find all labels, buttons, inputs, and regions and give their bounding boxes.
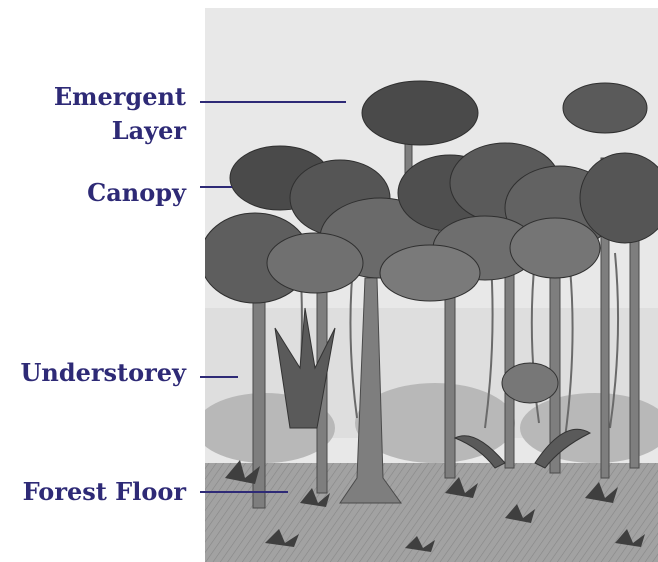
leader-line-canopy xyxy=(200,186,232,188)
leader-line-understorey xyxy=(200,376,238,378)
rainforest-layers-illustration xyxy=(205,8,658,562)
label-emergent-layer: Emergent Layer xyxy=(54,80,186,148)
leader-line-forest-floor xyxy=(200,491,288,493)
label-canopy: Canopy xyxy=(87,176,186,210)
label-emergent-line2: Layer xyxy=(54,114,186,148)
label-understorey: Understorey xyxy=(20,356,186,390)
leader-line-emergent xyxy=(200,101,346,103)
label-forest-floor: Forest Floor xyxy=(23,475,186,509)
label-emergent-line1: Emergent xyxy=(54,80,186,114)
background-foliage xyxy=(205,383,658,463)
